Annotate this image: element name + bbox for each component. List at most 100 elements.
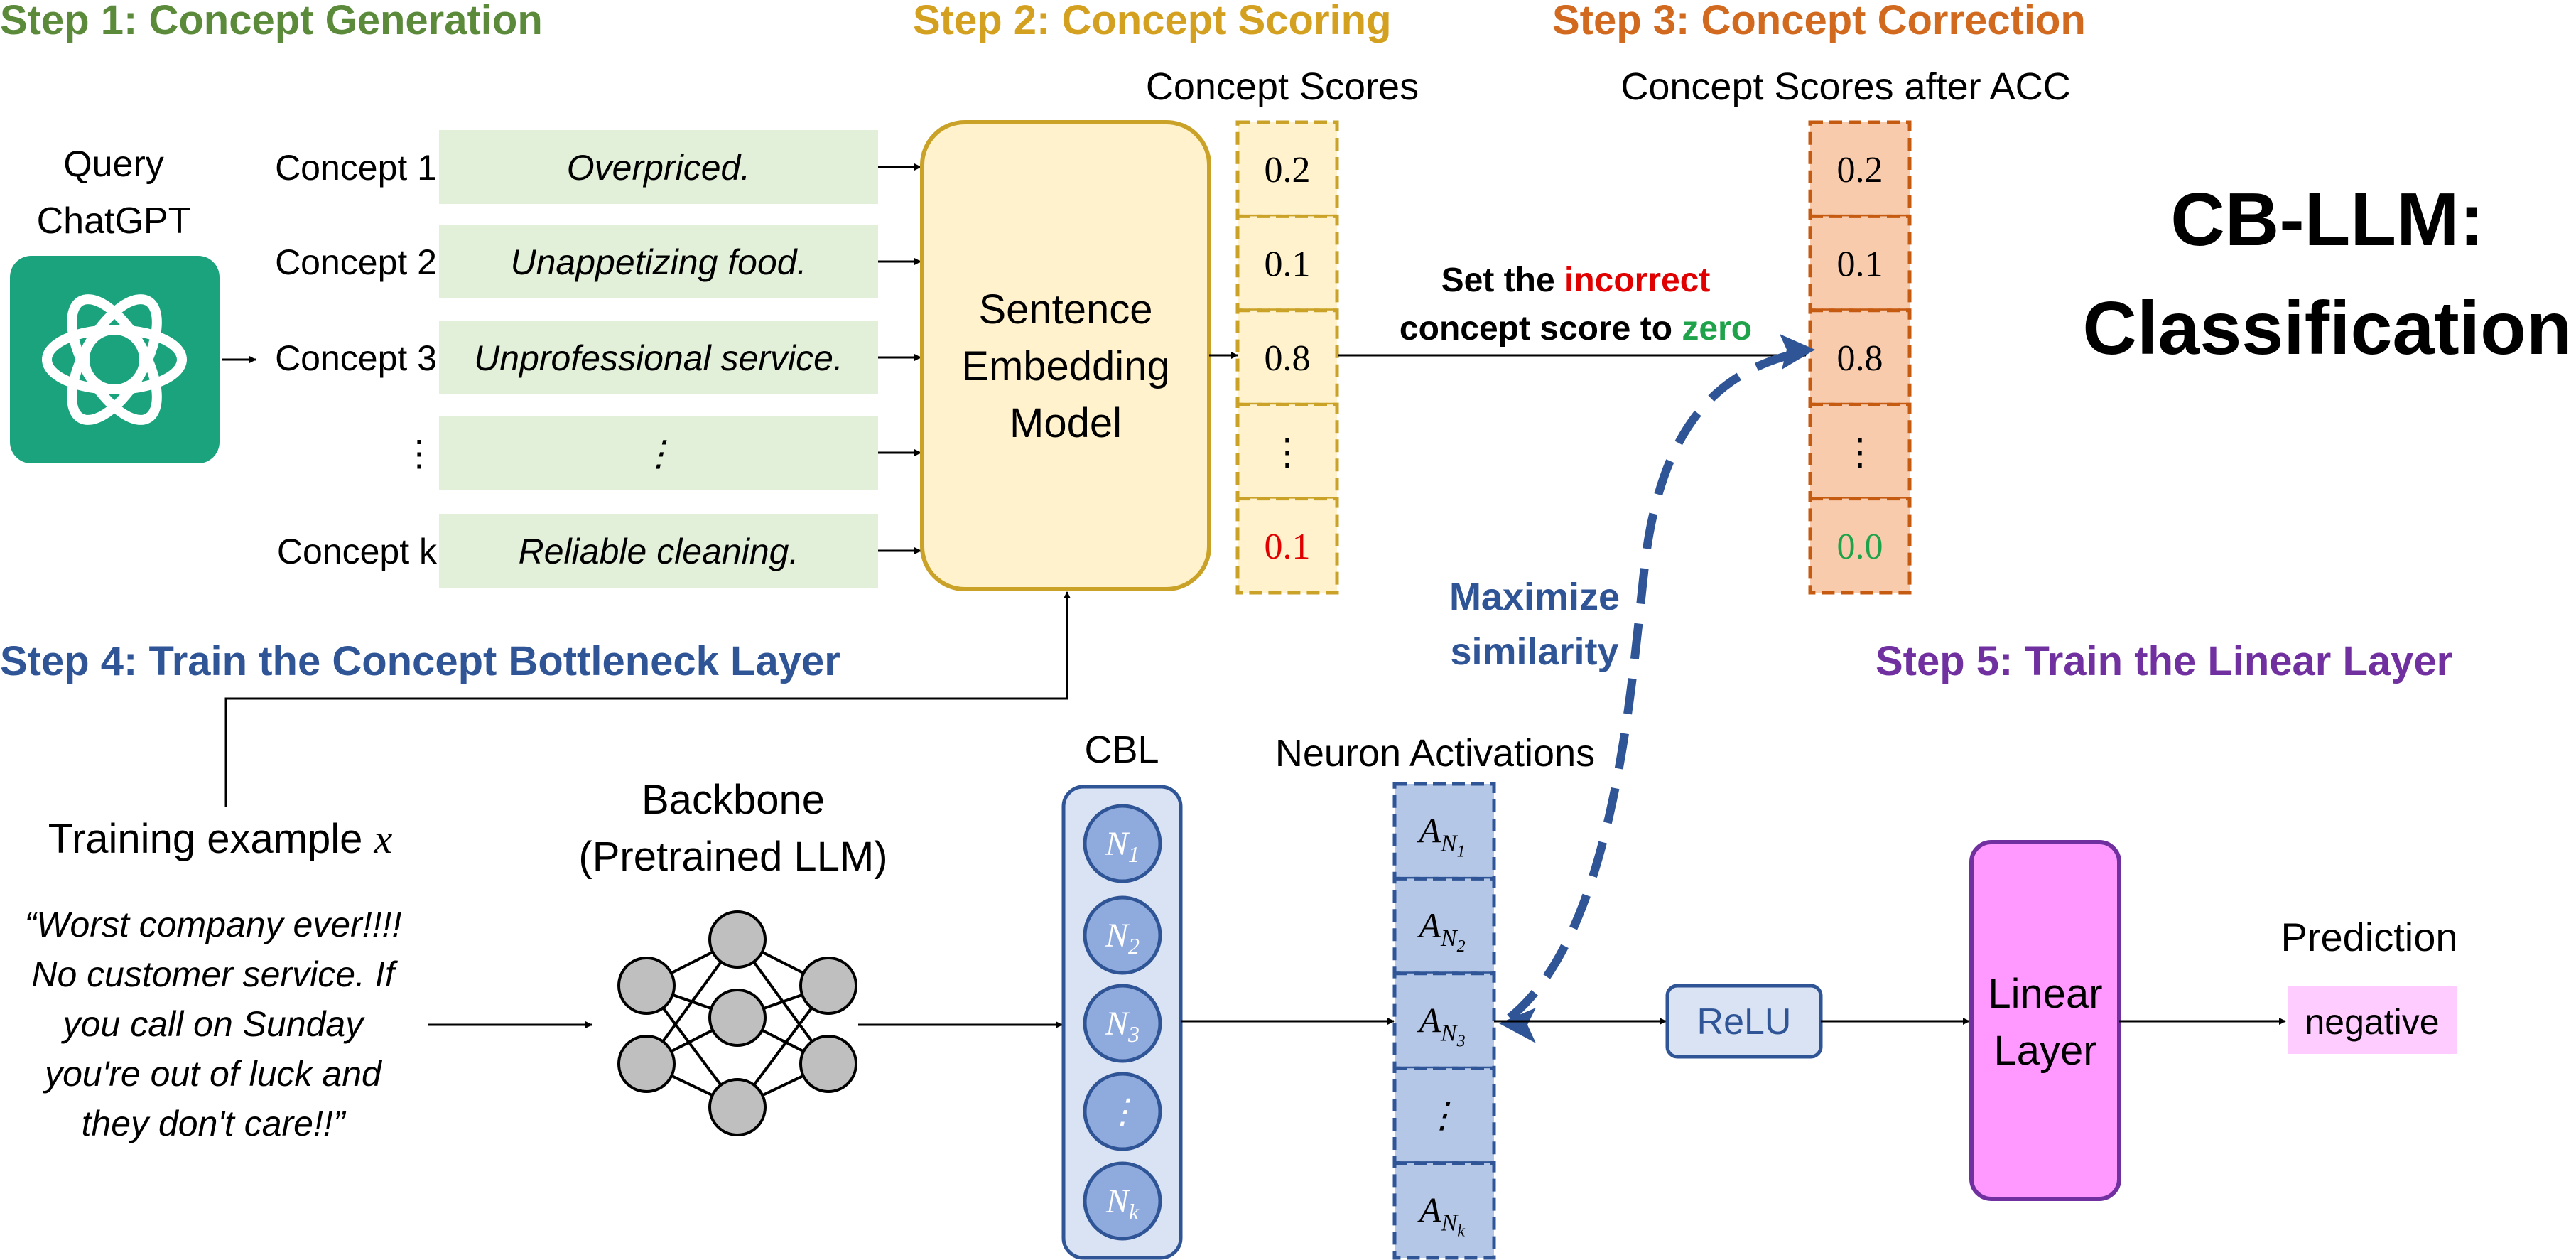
training-example-text: Training example (48, 816, 374, 862)
neuron-symbol: N (1105, 1183, 1131, 1220)
concept-label: Concept 1 (275, 148, 437, 188)
score-cell (1808, 214, 1912, 313)
concept-text-box (439, 130, 878, 204)
activation-subscript: N (1440, 831, 1459, 857)
neuron-subscript: 3 (1127, 1021, 1140, 1047)
step3-title: Step 3: Concept Correction (1552, 0, 2086, 43)
neuron-symbol: N (1105, 825, 1130, 863)
linear-layer-box (1969, 840, 2121, 1201)
concept-text: Reliable cleaning. (519, 532, 799, 571)
set-zero-note-part1: Set the (1441, 262, 1564, 299)
cbl-neuron-label: N2 (1105, 917, 1140, 959)
query-label-line2: ChatGPT (37, 200, 191, 242)
maximize-arrowhead-bottom (1499, 1008, 1536, 1043)
neuron-subscript: k (1129, 1199, 1140, 1224)
neuron-symbol: N (1105, 917, 1130, 954)
activation-cell (1392, 1161, 1496, 1260)
embedding-model-line2: Embedding (961, 343, 1169, 389)
query-label-line1: Query (63, 144, 164, 185)
activation-subscript: N (1440, 925, 1459, 952)
relu-label: ReLU (1697, 1001, 1792, 1043)
maximize-arrowhead-top (1780, 334, 1815, 370)
backbone-label-line2: (Pretrained LLM) (578, 834, 887, 880)
set-zero-note-part3: concept score to (1400, 310, 1682, 348)
concept-list: Concept 1 Overpriced. Concept 2 Unappetizin… (275, 130, 921, 588)
concept-scores-column: 0.20.10.8⋮0.1 (1235, 120, 1339, 595)
training-example-label: Training example x (48, 816, 393, 862)
cbl-title: CBL (1084, 728, 1159, 771)
score-cell (1808, 120, 1912, 218)
backbone-label-line1: Backbone (642, 777, 825, 823)
concept-label: Concept 3 (275, 338, 437, 378)
neuron-subscript: 1 (1128, 841, 1140, 867)
activation-subscript: N (1441, 1210, 1459, 1236)
concept-text: Overpriced. (567, 148, 750, 188)
activation-subsubscript: k (1457, 1222, 1465, 1240)
activation-cell (1392, 1066, 1496, 1165)
concept-text-box (439, 514, 878, 588)
activation-subscript: N (1440, 1021, 1459, 1047)
cbl-neuron-node (1083, 984, 1162, 1063)
score-value: 0.8 (1837, 338, 1883, 379)
embedding-model-line1: Sentence (978, 286, 1152, 333)
prediction-box (2288, 986, 2457, 1054)
activation-symbol: A (1417, 905, 1441, 945)
maximize-label-line2: similarity (1450, 630, 1618, 673)
acc-scores-title: Concept Scores after ACC (1620, 65, 2070, 108)
score-cell (1235, 497, 1339, 595)
cbl-neuron-node (1083, 1161, 1162, 1241)
prediction-title: Prediction (2280, 915, 2457, 959)
concept-label: Concept k (277, 532, 438, 571)
score-cell (1808, 497, 1912, 595)
maximize-similarity-arrow (1507, 348, 1806, 1021)
concept-text: ⋮ (641, 434, 676, 473)
score-cell (1235, 308, 1339, 406)
quote-line: you call on Sunday (61, 1004, 366, 1044)
concept-text-box (439, 225, 878, 298)
embedding-model-line3: Model (1010, 400, 1122, 446)
neuron-symbol: ⋮ (1105, 1093, 1140, 1131)
cbl-neuron-node (1083, 804, 1162, 883)
prediction-value: negative (2305, 1002, 2439, 1042)
neural-network-icon (617, 910, 857, 1136)
concept-text-box (439, 416, 878, 490)
concept-text: Unappetizing food. (511, 242, 807, 282)
concept-label: ⋮ (401, 434, 437, 473)
quote-line: you're out of luck and (43, 1054, 383, 1094)
activation-subsubscript: 2 (1457, 937, 1466, 956)
maximize-label-line1: Maximize (1449, 576, 1620, 618)
step5-title: Step 5: Train the Linear Layer (1876, 638, 2452, 684)
activation-label: ⋮ (1424, 1095, 1460, 1135)
set-zero-note-zero: zero (1682, 310, 1752, 348)
main-title-line2: Classification (2082, 286, 2572, 370)
linear-layer-line2: Layer (1993, 1028, 2096, 1074)
score-value: 0.2 (1265, 150, 1311, 190)
concept-label: Concept 2 (275, 242, 437, 282)
arrow-training-to-model (224, 591, 1071, 807)
activation-symbol: A (1417, 811, 1441, 851)
step1-title: Step 1: Concept Generation (0, 0, 543, 43)
quote-line: “Worst company ever!!!! (25, 905, 402, 944)
score-value: 0.1 (1265, 527, 1311, 567)
activation-subsubscript: 1 (1457, 843, 1466, 861)
concept-text: Unprofessional service. (474, 338, 843, 378)
activation-label: AN1 (1417, 811, 1465, 861)
activation-label: AN3 (1417, 1001, 1465, 1051)
cbl-neuron-label: N1 (1105, 825, 1140, 867)
activation-cell (1392, 782, 1496, 881)
activation-symbol: ⋮ (1424, 1095, 1460, 1135)
score-value: 0.8 (1265, 338, 1311, 379)
score-value: 0.1 (1265, 244, 1311, 285)
score-cell (1235, 402, 1339, 501)
step2-title: Step 2: Concept Scoring (913, 0, 1392, 43)
quote-line: No customer service. If (31, 954, 398, 994)
score-cell (1808, 402, 1912, 501)
score-value: 0.1 (1837, 244, 1883, 285)
linear-layer-line1: Linear (1988, 971, 2102, 1017)
neuron-symbol: N (1105, 1005, 1130, 1043)
cbl-neuron-label: N3 (1105, 1005, 1140, 1047)
cbl-neuron-label: Nk (1105, 1183, 1140, 1224)
score-cell (1235, 214, 1339, 313)
cbl-neuron-label: ⋮ (1105, 1093, 1140, 1131)
